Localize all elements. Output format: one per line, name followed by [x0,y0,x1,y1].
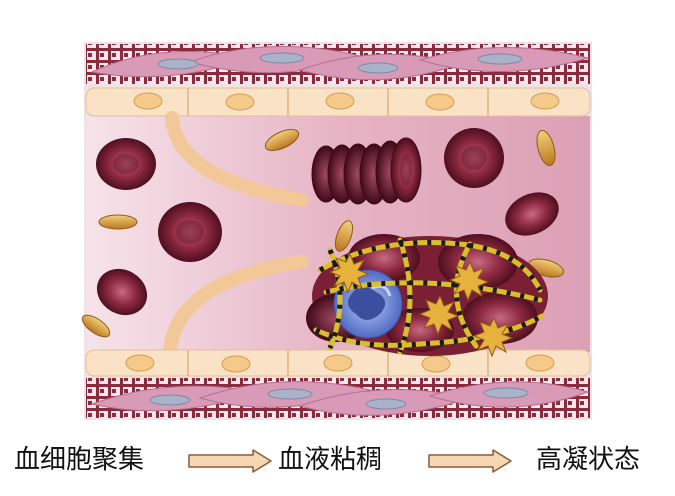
platelet [334,220,354,252]
bottom-muscle-nuclei [149,387,529,410]
red-blood-cells [96,128,559,316]
red-blood-cell [505,192,559,236]
flow-arrow-1 [188,449,272,473]
activated-platelet [448,260,490,302]
activated-platelet [472,316,514,358]
flow-step-2-label: 血液粘稠 [278,445,383,475]
platelet [98,214,138,230]
thrombus [306,234,548,358]
flow-arrow-2 [428,449,512,473]
bottom-wall [86,378,590,418]
platelets [81,128,565,338]
top-endothelium [85,87,591,117]
platelet [81,314,111,338]
activated-platelet [418,294,460,336]
rouleaux-stack [311,137,422,205]
activated-platelet [328,252,370,294]
top-wall [86,44,590,84]
fibrin-mesh-dashes [314,239,544,353]
platelet [536,129,556,167]
bottom-muscle-cells [90,381,590,416]
blood-vessel-illustration [81,42,592,420]
activated-platelets [328,252,514,358]
platelet [264,128,300,152]
vessel-valve [163,111,309,357]
flow-step-3-label: 高凝状态 [536,445,641,475]
bottom-endothelium [85,349,591,377]
flow-step-1-label: 血细胞聚集 [14,445,145,475]
red-blood-cell [96,268,148,316]
top-muscle-nuclei [157,52,523,74]
